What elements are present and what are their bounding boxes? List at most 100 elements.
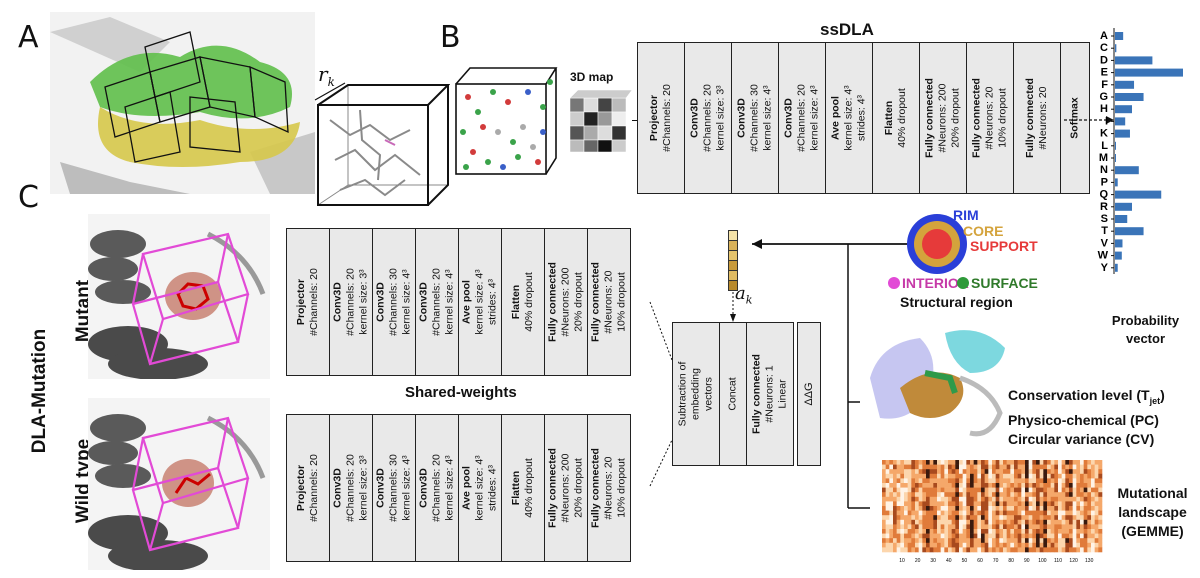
category-label: W [1098,250,1109,262]
heatmap-tick: 10 [899,558,905,564]
layer-param: #Channels: 30 [748,84,761,152]
layer-param: Concat [726,377,739,411]
bar-K [1115,129,1130,138]
heatmap-tick: 100 [1038,558,1047,564]
layer-name: Conv3D [331,468,344,508]
feature-conservation: Conservation level (Tjet) [1008,387,1165,406]
layer-param: #Channels: 20 [344,454,357,522]
3d-map-label: 3D map [570,70,614,84]
bar-A [1115,32,1124,40]
ak-arrow [730,292,736,322]
layer-name: Flatten [510,470,522,506]
layer-param: embedding [689,368,702,420]
layer-param: #Channels: 20 [344,268,357,336]
layer-name: Fully connected [923,78,936,158]
layer-param: #Channels: 20 [701,84,714,152]
bar-H [1115,105,1132,114]
protein-interface-image [50,12,315,194]
layer-param: #Channels: 30 [387,454,400,522]
bar-E [1115,68,1183,77]
layer-name: Fully connected [546,448,559,528]
category-label: S [1101,213,1108,225]
category-label: M [1099,152,1108,164]
wildtype-structure-image [88,398,270,570]
layer-param: kernel size: 4³ [761,85,774,151]
rim-label: RIM [953,207,979,223]
category-label: Y [1101,262,1109,274]
layer-param: kernel size: 3³ [357,269,370,335]
ak-label: ak [735,283,753,307]
layer-name: Ave pool [460,466,473,510]
surface-dot-icon [957,277,969,289]
head-layer-2: Concat [720,322,747,466]
layer-param: 10% dropout [615,272,628,332]
3d-map-cube-icon [570,89,632,152]
layer-name: Projector [295,278,307,326]
category-label: N [1100,164,1108,176]
layer-param: Subtraction of [676,361,689,427]
bar-F [1115,80,1135,89]
layer-param: 40% dropout [523,272,535,332]
layer-param: #Channels: 20 [308,268,320,336]
bar-S [1115,215,1128,223]
category-label: T [1101,225,1108,237]
layer-param: 40% dropout [896,88,908,148]
bar-P [1115,178,1118,187]
network-connectors [649,301,673,487]
layer-name: Conv3D [331,282,344,322]
category-label: Q [1099,189,1108,201]
layer-param: kernel size: 4³ [443,269,456,335]
layer-param: kernel size: 4³ [808,85,821,151]
layer-name: Conv3D [417,282,430,322]
layer-param: #Channels: 20 [308,454,320,522]
layer-param: #Neurons: 20 [983,86,996,150]
rk-label: rk [318,62,335,89]
heatmap-tick: 30 [930,558,936,564]
panel-c-label: C [18,180,39,215]
feature-physico-chemical: Physico-chemical (PC) [1008,411,1159,428]
ssdla-layer-10: Softmax [1061,42,1090,194]
layer-param: #Neurons: 20 [602,456,615,520]
bar-Y [1115,263,1118,272]
bar-I [1115,117,1126,126]
layer-name: Conv3D [417,468,430,508]
layer-param: kernel size: 3³ [357,455,370,521]
wildtype-layer-1: Projector#Channels: 20 [286,414,330,562]
atom-density-cube-image [455,67,558,175]
layer-name: Projector [648,94,660,142]
structural-region-title: Structural region [900,294,1013,310]
category-label: E [1101,67,1108,79]
layer-param: 20% dropout [949,88,962,148]
layer-name: Flatten [883,100,895,136]
layer-param: #Channels: 20 [661,84,673,152]
layer-param: #Neurons: 200 [936,83,949,153]
feature-list: Conservation level (Tjet) Physico-chemic… [1008,386,1165,449]
category-label: L [1101,140,1108,152]
heatmap-cells [882,460,1103,553]
layer-param: kernel size: 4³ [400,269,413,335]
heatmap-tick: 130 [1085,558,1094,564]
panel-a-label: A [18,20,39,55]
layer-param: kernel size: 3³ [714,85,727,151]
layer-param: #Channels: 20 [795,84,808,152]
structural-region-icon [907,214,967,274]
mutant-layer-1: Projector#Channels: 20 [286,228,330,376]
layer-name: Conv3D [782,98,795,138]
layer-param: 20% dropout [572,458,585,518]
heatmap-tick: 40 [946,558,952,564]
